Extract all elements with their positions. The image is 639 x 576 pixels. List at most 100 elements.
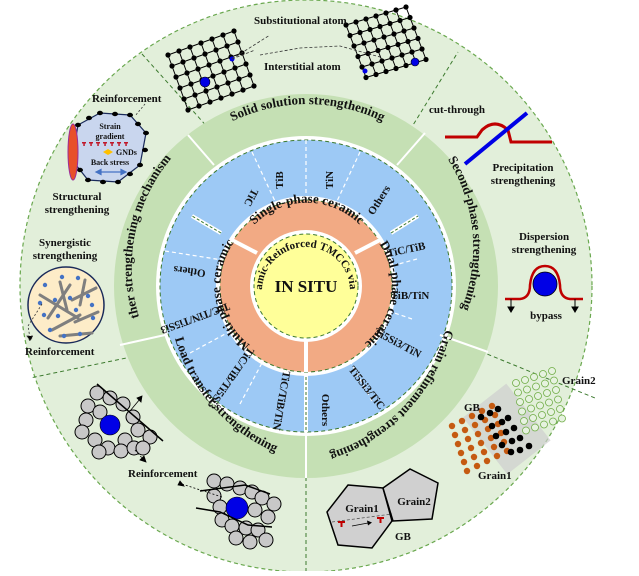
lattice-atom — [221, 69, 227, 75]
grain2-atom — [541, 379, 549, 388]
boundary-node — [75, 122, 81, 128]
boundary-node — [115, 179, 121, 185]
cell-multi-others: Others — [172, 263, 206, 279]
load-transfer-reinforcement-label: Reinforcement — [128, 468, 198, 480]
lattice-atom — [389, 55, 395, 61]
lattice-atom — [391, 31, 397, 37]
grain2-atom — [516, 398, 524, 406]
matrix-grain — [113, 443, 129, 459]
glide-arrow-icon — [351, 520, 372, 527]
grain1-atom — [470, 453, 478, 461]
gnd-dislocation — [90, 142, 92, 146]
gb-atom — [494, 405, 502, 413]
precipitation-label-1: Precipitation — [493, 162, 554, 174]
lattice-atom — [367, 26, 373, 33]
particle — [77, 331, 83, 337]
dispersion-label-1: Dispersion — [519, 231, 569, 243]
boundary-node — [135, 121, 141, 127]
gnd-dislocation — [104, 142, 106, 146]
lattice-atom — [371, 37, 377, 43]
grain2-atom — [518, 407, 526, 416]
lattice-atom — [403, 62, 409, 69]
grain2-atom — [548, 367, 556, 375]
grain2-atom — [549, 417, 557, 426]
matrix-grain — [135, 440, 151, 456]
lattice-atom — [405, 38, 411, 45]
particle — [61, 333, 67, 339]
structural-label-1: Structural — [53, 191, 102, 203]
particle — [41, 312, 47, 318]
reinforcement-leader — [134, 103, 146, 117]
grain2-atom — [552, 386, 560, 394]
cell-dual-tib-tin: TiB/TiN — [391, 290, 430, 302]
interstitial-atom-label: Interstitial atom — [264, 61, 341, 73]
cell-dual-others: Others — [319, 394, 331, 427]
grain2-atom — [521, 376, 529, 384]
matrix-grain — [260, 509, 276, 525]
strain-gradient-label-1: Strain — [99, 122, 121, 131]
grain2-atom — [522, 426, 530, 435]
grain1-atom — [454, 440, 462, 448]
lattice-atom — [353, 19, 359, 25]
lattice-atom — [187, 44, 193, 50]
grain1-atom — [457, 449, 465, 457]
particle — [47, 327, 53, 333]
lattice-atom — [419, 46, 425, 52]
lattice-atom — [180, 59, 186, 65]
lattice-atom — [192, 92, 198, 98]
boundary-node — [142, 147, 148, 153]
matrix-grain — [242, 534, 258, 550]
matrix-grain — [89, 385, 105, 401]
matrix-grain — [258, 532, 274, 548]
dislocation-bypass-icon — [505, 264, 583, 301]
lattice-atom — [383, 10, 389, 16]
lattice-atom — [210, 73, 216, 79]
lattice-atom — [198, 40, 204, 46]
gnd-dislocation — [111, 142, 113, 146]
whisker-reinforcements — [37, 274, 100, 339]
grain1-atom — [488, 402, 496, 410]
grain1-atom — [467, 444, 475, 452]
lattice-atom — [247, 72, 253, 78]
boundary-node — [143, 130, 149, 136]
lattice-atom — [243, 61, 249, 67]
crack-line-1 — [96, 383, 164, 442]
lattice-atom — [423, 56, 429, 63]
lattice-atom — [218, 95, 224, 101]
interstitial-atom-icon-2 — [362, 68, 368, 74]
crack-line-3 — [195, 507, 273, 528]
gb-atom — [477, 413, 485, 421]
boundary-node — [86, 115, 92, 121]
grain1-atom — [471, 421, 479, 429]
gnd-dislocation — [83, 142, 85, 146]
grain2-atom — [538, 411, 546, 419]
lattice-atom — [399, 52, 405, 58]
lattice-atom — [363, 74, 369, 81]
cell-single-tib: TiB — [274, 171, 286, 189]
structural-label-2: strengthening — [45, 204, 110, 216]
gb-atom — [486, 409, 494, 417]
lattice-atom — [395, 41, 401, 48]
grain2-atom — [556, 405, 564, 413]
grain2-atom — [520, 417, 528, 425]
particle — [85, 293, 91, 299]
lattice-atom — [209, 36, 215, 42]
lattice-atom — [220, 32, 226, 38]
particle — [89, 302, 95, 308]
grain1-atom — [448, 422, 456, 430]
particle — [75, 275, 81, 281]
matrix-grain — [102, 390, 118, 406]
grain2-atom — [547, 408, 555, 416]
gnds-label: GNDs — [116, 148, 137, 157]
gb-atom — [504, 414, 512, 422]
grain1-atom — [463, 467, 471, 475]
grain2-polygon — [382, 468, 439, 522]
grain1-atom — [461, 426, 469, 434]
matrix-grain — [206, 473, 222, 489]
grain2-atom — [534, 392, 542, 400]
grain1-atom — [483, 457, 491, 465]
substitutional-atom-label: Substitutional atom — [254, 15, 347, 27]
lattice-atom — [217, 58, 223, 64]
